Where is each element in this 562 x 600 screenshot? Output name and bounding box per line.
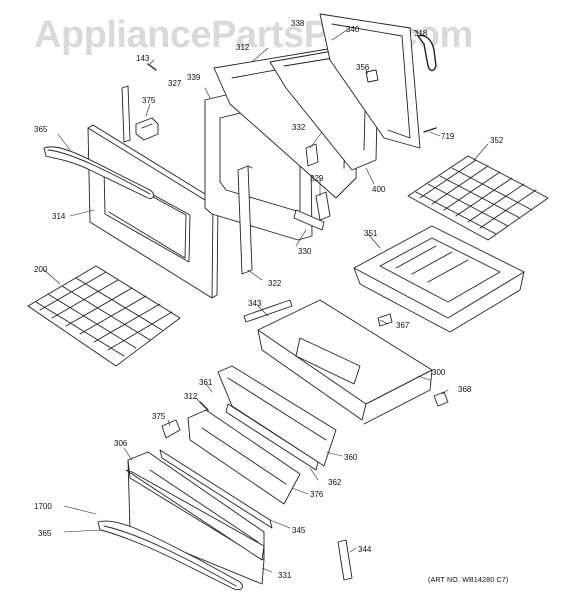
callout-312-upper: 312	[236, 43, 250, 52]
strip-330	[293, 209, 325, 231]
screw-143	[147, 63, 157, 71]
callout-375-upper: 375	[142, 96, 156, 105]
callout-365-lower: 365	[38, 529, 52, 538]
clip-367	[377, 313, 393, 327]
callout-200: 200	[34, 265, 48, 274]
callout-330: 330	[298, 247, 312, 256]
callout-340: 340	[346, 25, 360, 34]
bracket-332	[305, 143, 319, 167]
callout-365-upper: 365	[34, 125, 48, 134]
callout-356: 356	[356, 63, 370, 72]
callout-332: 332	[292, 123, 306, 132]
callout-367: 367	[396, 321, 410, 330]
callout-339: 339	[187, 73, 201, 82]
art-number: (ART NO. WB14280 C7)	[428, 577, 509, 584]
callout-318: 318	[414, 29, 428, 38]
callout-719: 719	[441, 132, 455, 141]
hinge-bracket-lower	[161, 419, 181, 439]
callout-360: 360	[344, 453, 358, 462]
drawer-frame-360	[217, 365, 337, 467]
leader-lines	[43, 27, 489, 573]
oven-rack-352	[407, 155, 549, 241]
drawer-panel-331	[125, 469, 265, 561]
leveling-foot-368	[433, 391, 449, 407]
drawer-handle-lower	[97, 520, 243, 591]
bracket-344	[337, 539, 353, 581]
drawer-rail-343	[243, 299, 293, 323]
rail-362	[225, 403, 319, 471]
callout-400: 400	[372, 185, 386, 194]
callout-338: 338	[291, 19, 305, 28]
door-handle-upper	[43, 146, 155, 199]
callout-1700: 1700	[34, 502, 52, 511]
callout-322: 322	[268, 279, 282, 288]
callout-376: 376	[310, 490, 324, 499]
callout-351: 351	[364, 229, 378, 238]
callout-345: 345	[292, 526, 306, 535]
screw-719	[423, 127, 437, 133]
callout-331: 331	[278, 571, 292, 580]
clip-356	[365, 69, 379, 83]
hinge-bracket-upper	[135, 117, 159, 141]
oven-rack-200	[27, 265, 181, 367]
callout-362: 362	[328, 478, 342, 487]
door-side-rail	[121, 85, 131, 143]
callout-300: 300	[432, 368, 446, 377]
door-gasket-318	[417, 34, 437, 72]
callout-306: 306	[114, 439, 128, 448]
door-outer-panel	[87, 124, 219, 299]
broiler-pan-351	[353, 225, 525, 333]
callout-143: 143	[136, 54, 150, 63]
callout-375-lower: 375	[152, 412, 166, 421]
callout-312-lower: 312	[184, 392, 198, 401]
callout-368: 368	[458, 385, 472, 394]
callout-327: 327	[168, 79, 182, 88]
drawer-body-300	[257, 299, 433, 425]
callout-314: 314	[52, 212, 66, 221]
callout-343: 343	[248, 299, 262, 308]
drawer-seal-345	[159, 449, 273, 529]
callout-344: 344	[358, 545, 372, 554]
door-channel-322	[237, 165, 253, 275]
callout-329: 329	[310, 174, 324, 183]
callout-361: 361	[199, 378, 213, 387]
callout-352: 352	[490, 136, 504, 145]
drawer-inner-panel-376	[187, 409, 301, 505]
hinge-329	[315, 191, 331, 221]
callout-labels: 143 312 338 340 318 375 327 339 356 365 …	[34, 19, 504, 580]
